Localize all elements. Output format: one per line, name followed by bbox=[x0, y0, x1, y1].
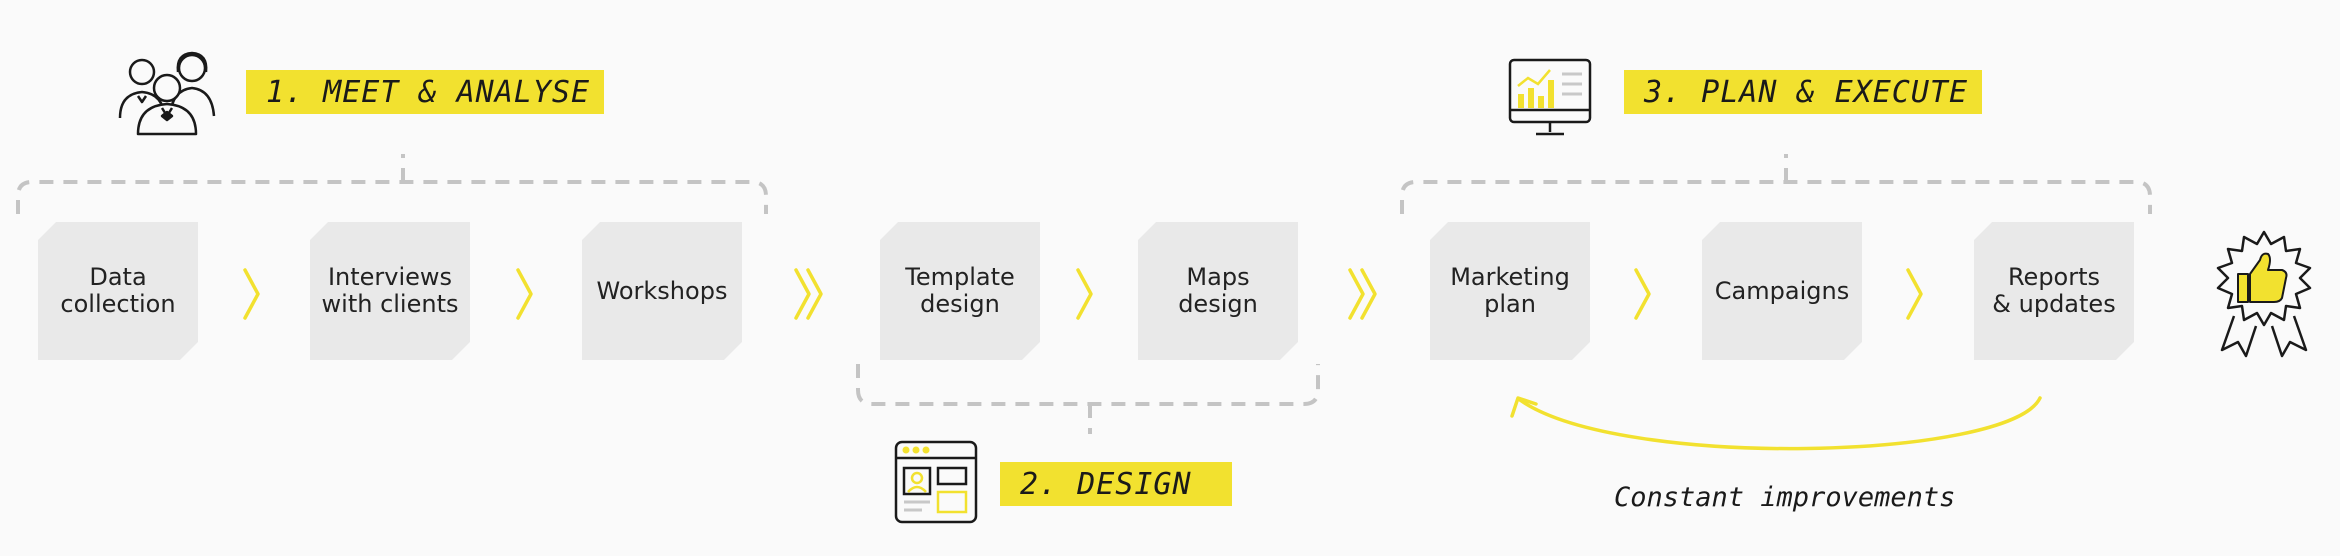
step-interviews: Interviews with clients bbox=[310, 222, 470, 360]
chevron-right-icon bbox=[1634, 268, 1651, 320]
step-label: Reports & updates bbox=[1992, 263, 2116, 318]
step-reports: Reports & updates bbox=[1974, 222, 2134, 360]
bracket-design bbox=[856, 364, 1320, 406]
step-data-collection: Data collection bbox=[38, 222, 198, 360]
chevron-right-icon bbox=[243, 268, 260, 320]
step-workshops: Workshops bbox=[582, 222, 742, 360]
bracket-meet bbox=[16, 180, 768, 214]
chevron-right-icon bbox=[1076, 268, 1093, 320]
phase-meet-label: 1. MEET & ANALYSE bbox=[246, 70, 604, 114]
browser-layout-icon bbox=[894, 440, 978, 524]
chart-monitor-icon bbox=[1508, 58, 1592, 136]
step-campaigns: Campaigns bbox=[1702, 222, 1862, 360]
bracket-plan bbox=[1400, 180, 2152, 214]
step-label: Maps design bbox=[1178, 263, 1258, 318]
phase-plan-label: 3. PLAN & EXECUTE bbox=[1624, 70, 1982, 114]
phase-design-label: 2. DESIGN bbox=[1000, 462, 1232, 506]
people-icon bbox=[118, 51, 216, 136]
step-label: Workshops bbox=[596, 276, 728, 305]
chevron-right-icon bbox=[1906, 268, 1923, 320]
thumbs-up-badge-icon bbox=[2216, 230, 2312, 358]
double-chevron-right-icon bbox=[1348, 268, 1377, 320]
step-template-design: Template design bbox=[880, 222, 1040, 360]
chevron-right-icon bbox=[516, 268, 533, 320]
step-maps-design: Maps design bbox=[1138, 222, 1298, 360]
step-label: Marketing plan bbox=[1450, 263, 1570, 318]
double-chevron-right-icon bbox=[794, 268, 823, 320]
step-label: Campaigns bbox=[1714, 276, 1850, 305]
step-label: Data collection bbox=[60, 263, 176, 318]
step-label: Template design bbox=[905, 263, 1015, 318]
step-marketing-plan: Marketing plan bbox=[1430, 222, 1590, 360]
step-label: Interviews with clients bbox=[321, 263, 459, 318]
loop-arrow bbox=[1518, 396, 2042, 451]
loop-note: Constant improvements bbox=[1614, 482, 1956, 513]
loop-arrowhead bbox=[1510, 396, 1538, 418]
